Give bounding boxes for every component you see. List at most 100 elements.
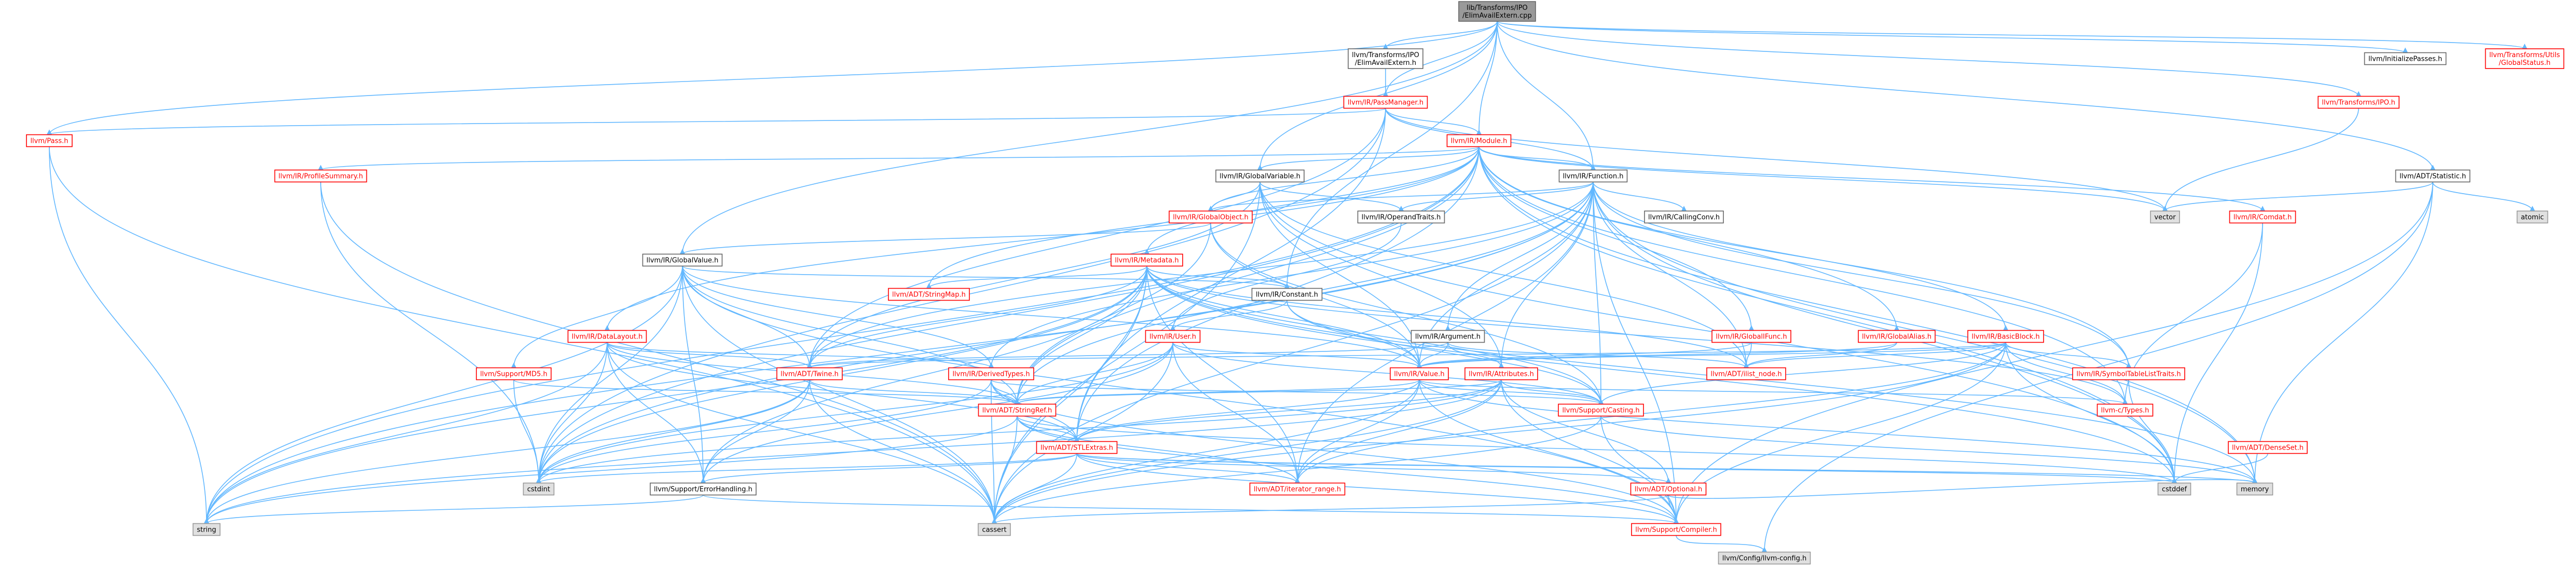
node-basicblock[interactable]: llvm/IR/BasicBlock.h [1967,330,2044,343]
node-box [1036,441,1118,454]
node-label: cstdint [527,486,550,494]
node-label: /ElimAvailExtern.h [1355,59,1416,67]
edge-value-to-casting [1419,379,1604,405]
node-label: llvm/Transforms/IPO.h [2322,99,2395,107]
node-atomic: atomic [2516,210,2548,224]
edge-datalayout-to-twine [607,342,813,369]
node-box [1348,48,1423,69]
node-elim_h[interactable]: llvm/Transforms/IPO/ElimAvailExtern.h [1348,48,1423,69]
node-box [1558,403,1644,417]
node-globalvariable[interactable]: llvm/IR/GlobalVariable.h [1215,169,1305,183]
node-passmanager[interactable]: llvm/IR/PassManager.h [1343,96,1428,109]
node-label: llvm/IR/Function.h [1563,173,1624,181]
edge-module-to-profilesummary [318,146,1479,171]
node-user[interactable]: llvm/IR/User.h [1145,330,1201,343]
node-operandtraits[interactable]: llvm/IR/OperandTraits.h [1357,210,1445,224]
edge-stlextras-to-cstdint [536,453,1077,484]
node-globalobject[interactable]: llvm/IR/GlobalObject.h [1169,210,1253,224]
node-globalifunc[interactable]: llvm/IR/GlobalIFunc.h [1711,330,1791,343]
node-function[interactable]: llvm/IR/Function.h [1558,169,1628,183]
node-comdat[interactable]: llvm/IR/Comdat.h [2229,210,2296,224]
node-initpasses[interactable]: llvm/InitializePasses.h [2364,52,2447,65]
node-ilistnode[interactable]: llvm/ADT/ilist_node.h [1706,367,1786,381]
node-root: lib/Transforms/IPO/ElimAvailExtern.cpp [1458,1,1536,22]
node-label: llvm/IR/GlobalAlias.h [1862,333,1931,341]
edge-user-to-iterrange [1172,342,1300,484]
edge-value-to-memory [1419,379,2258,484]
node-twine[interactable]: llvm/ADT/Twine.h [776,367,843,381]
node-metadata[interactable]: llvm/IR/Metadata.h [1111,253,1183,267]
edge-pass-to-cassert [49,146,997,524]
node-mdl[interactable]: llvm/Support/MD5.h [476,367,552,381]
node-box [1858,330,1936,343]
node-vector: vector [2150,210,2180,224]
node-label: atomic [2521,214,2544,222]
edge-user-to-cstdint [536,342,1173,484]
node-callingconv[interactable]: llvm/IR/CallingConv.h [1644,210,1724,224]
node-box [1644,210,1724,224]
edge-passmanager-to-stlextras [1074,108,1386,442]
node-label: llvm/IR/GlobalValue.h [647,257,719,265]
node-statistic[interactable]: llvm/ADT/Statistic.h [2395,169,2471,183]
node-stringmap[interactable]: llvm/ADT/StringMap.h [888,288,970,301]
node-profilesummary[interactable]: llvm/IR/ProfileSummary.h [274,169,367,183]
node-globalvalue[interactable]: llvm/IR/GlobalValue.h [642,253,723,267]
edge-value-to-compiler [1419,379,1679,524]
edge-value-to-ctypes [1419,379,2128,405]
node-ctypes[interactable]: llvm-c/Types.h [2097,403,2154,417]
node-cassert: cassert [978,523,1011,536]
edge-metadata-to-casting [1146,266,1604,405]
edge-derivedtypes-to-cassert [991,379,997,524]
edge-stlextras-to-iterrange [1076,453,1300,484]
edge-profilesummary-to-cstdint [320,182,542,484]
node-derivedtypes[interactable]: llvm/IR/DerivedTypes.h [948,367,1034,381]
edge-function-to-callingconv [1593,182,1687,212]
node-globalstatus[interactable]: llvm/Transforms/Utils/GlobalStatus.h [2485,48,2565,69]
node-value[interactable]: llvm/IR/Value.h [1390,367,1449,381]
node-module[interactable]: llvm/IR/Module.h [1446,134,1512,147]
edge-constant-to-user [1170,300,1287,331]
node-attributes[interactable]: llvm/IR/Attributes.h [1464,367,1538,381]
node-compiler[interactable]: llvm/Support/Compiler.h [1631,523,1721,536]
edge-twine-to-cstdint [536,379,810,484]
node-label: llvm/ADT/DenseSet.h [2232,444,2304,452]
node-box [1458,1,1536,22]
node-errorhandling[interactable]: llvm/Support/ErrorHandling.h [650,482,757,496]
node-iterrange[interactable]: llvm/ADT/iterator_range.h [1249,482,1346,496]
edge-module-to-vector [1478,146,2168,212]
node-constant[interactable]: llvm/IR/Constant.h [1251,288,1323,301]
node-ipo[interactable]: llvm/Transforms/IPO.h [2318,96,2400,109]
node-argument[interactable]: llvm/IR/Argument.h [1410,330,1485,343]
edge-attributes-to-stringref [1014,379,1502,405]
edge-datalayout-to-stlextras [607,342,1080,442]
node-denseset[interactable]: llvm/ADT/DenseSet.h [2228,441,2308,454]
node-label: llvm/ADT/Statistic.h [2400,173,2466,181]
node-pass[interactable]: llvm/Pass.h [26,134,73,147]
edge-globalvariable-to-value [1259,182,1422,369]
edge-statistic-to-memory [2252,182,2433,484]
edge-metadata-to-cstdint [536,266,1147,484]
node-optional[interactable]: llvm/ADT/Optional.h [1630,482,1707,496]
node-symtablelisttraits[interactable]: llvm/IR/SymbolTableListTraits.h [2072,367,2185,381]
edge-globalvariable-to-globalobject [1208,182,1260,212]
edge-user-to-stringref [1014,342,1173,405]
edge-module-to-memory [1478,146,2258,484]
node-label: llvm/IR/SymbolTableListTraits.h [2076,371,2181,378]
edge-globalvariable-to-attributes [1259,182,1504,369]
edge-statistic-to-compiler [1673,182,2433,524]
node-globalalias[interactable]: llvm/IR/GlobalAlias.h [1858,330,1936,343]
edge-module-to-globalifunc [1478,146,1755,331]
edge-datalayout-to-string [203,342,608,524]
edge-mdl-to-cstdint [513,379,542,484]
edge-module-to-globalalias [1478,146,1900,331]
node-label: llvm/IR/Constant.h [1256,291,1318,299]
edge-stringref-to-cassert [991,416,1018,524]
edge-root-to-elim_h [1382,21,1498,50]
node-label: llvm/IR/Value.h [1394,371,1444,378]
node-stlextras[interactable]: llvm/ADT/STLExtras.h [1036,441,1118,454]
edge-module-to-globalvariable [1257,146,1479,171]
node-stringref[interactable]: llvm/ADT/StringRef.h [978,403,1057,417]
node-label: llvm/ADT/Twine.h [780,371,839,378]
node-casting[interactable]: llvm/Support/Casting.h [1558,403,1644,417]
node-datalayout[interactable]: llvm/IR/DataLayout.h [567,330,647,343]
